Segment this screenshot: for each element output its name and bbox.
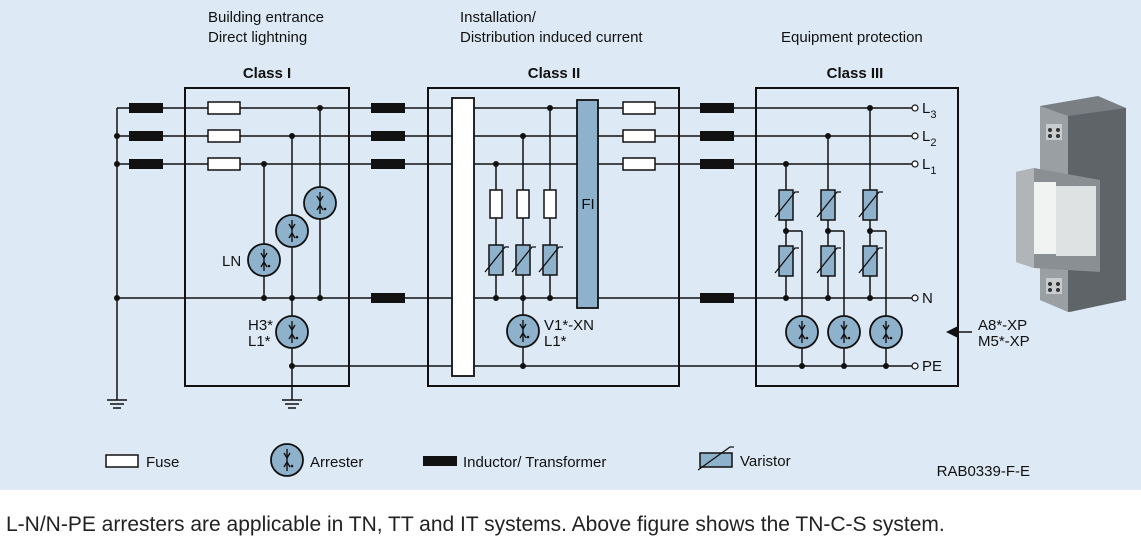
- inductor-icon: [700, 103, 734, 113]
- legend-varistor-icon: [697, 446, 734, 471]
- inductor-icon: [371, 103, 405, 113]
- m5-xp-label: M5*-XP: [978, 333, 1030, 350]
- junction-dots: [114, 105, 889, 369]
- legend-inductor-label: Inductor/ Transformer: [463, 454, 606, 471]
- arrester-icon: [506, 314, 540, 348]
- terminal-pe-label: PE: [922, 358, 942, 375]
- v1-xn-label: V1*-XN: [544, 317, 594, 334]
- inductor-icon: [371, 131, 405, 141]
- ln-label: LN: [222, 253, 241, 270]
- heading-building-entrance: Building entrance: [208, 9, 324, 26]
- arrester-icon: [785, 315, 819, 349]
- inductor-icon: [371, 159, 405, 169]
- legend-arrester-label: Arrester: [310, 454, 363, 471]
- varistor-icon: [538, 244, 564, 276]
- class-2-box: [427, 87, 680, 387]
- heading-direct-lightning: Direct lightning: [208, 29, 307, 46]
- fuse-icon: [543, 189, 557, 219]
- inductor-icon: [129, 131, 163, 141]
- inductor-icon: [700, 293, 734, 303]
- terminal-l2: [911, 132, 919, 140]
- l1-star-label: L1*: [544, 333, 567, 350]
- figure-code: RAB0339-F-E: [937, 463, 1030, 480]
- inductor-icon: [700, 159, 734, 169]
- varistor-icon: [774, 189, 800, 221]
- fuse-icon: [622, 101, 656, 115]
- class-3-box: [755, 87, 959, 387]
- fuse-icon: [207, 101, 241, 115]
- legend-fuse-icon: [105, 454, 139, 468]
- varistor-icon: [816, 189, 842, 221]
- varistor-icon: [816, 245, 842, 277]
- legend-fuse-label: Fuse: [146, 454, 179, 471]
- class-3-title: Class III: [827, 65, 884, 82]
- fuse-icon: [622, 157, 656, 171]
- terminal-l1-label: L1: [922, 156, 936, 177]
- fi-residual-current-device: [576, 99, 599, 309]
- varistor-icon: [511, 244, 537, 276]
- fi-label: FI: [581, 196, 594, 213]
- inductor-icon: [700, 131, 734, 141]
- heading-equipment-protection: Equipment protection: [781, 29, 923, 46]
- terminal-pe: [911, 362, 919, 370]
- arrester-icon: [275, 315, 309, 349]
- terminal-l3: [911, 104, 919, 112]
- arrester-icon: [827, 315, 861, 349]
- legend-inductor-icon: [423, 456, 457, 466]
- arrester-icon: [303, 186, 337, 220]
- heading-installation: Installation/: [460, 9, 537, 26]
- inductor-icon: [129, 103, 163, 113]
- class-1-title: Class I: [243, 65, 291, 82]
- arrester-icon: [247, 243, 281, 277]
- fuse-icon: [207, 129, 241, 143]
- l1-star-label: L1*: [248, 333, 271, 350]
- varistor-icon: [858, 189, 884, 221]
- class-1-box: [184, 87, 350, 387]
- legend-varistor-label: Varistor: [740, 453, 791, 470]
- fuse-icon: [516, 189, 530, 219]
- terminal-l2-label: L2: [922, 128, 936, 149]
- terminal-l3-label: L3: [922, 100, 936, 121]
- din-rail-device-image: [1016, 96, 1126, 312]
- arrester-icon: [275, 214, 309, 248]
- terminal-l1: [911, 160, 919, 168]
- terminal-n-label: N: [922, 290, 933, 307]
- class-2-switch-block: [451, 97, 475, 377]
- arrester-icon: [869, 315, 903, 349]
- arrow-left-icon: [946, 326, 958, 338]
- varistor-icon: [484, 244, 510, 276]
- fuse-icon: [207, 157, 241, 171]
- circuit-diagram: Building entrance Direct lightning Insta…: [105, 9, 1126, 480]
- figure-caption: L-N/N-PE arresters are applicable in TN,…: [6, 513, 945, 536]
- terminal-n: [911, 294, 919, 302]
- ground-icon: [282, 399, 302, 409]
- fuse-icon: [622, 129, 656, 143]
- legend-arrester-icon: [270, 443, 304, 477]
- diagram-panel: Building entrance Direct lightning Insta…: [0, 0, 1141, 490]
- heading-distribution-induced: Distribution induced current: [460, 29, 643, 46]
- ground-icon: [107, 399, 127, 409]
- inductor-icon: [129, 159, 163, 169]
- bus-lines: [116, 107, 912, 400]
- varistor-icon: [858, 245, 884, 277]
- varistor-icon: [774, 245, 800, 277]
- inductor-icon: [371, 293, 405, 303]
- class-2-title: Class II: [528, 65, 581, 82]
- a8-xp-label: A8*-XP: [978, 317, 1027, 334]
- fuse-icon: [489, 189, 503, 219]
- h3-label: H3*: [248, 317, 273, 334]
